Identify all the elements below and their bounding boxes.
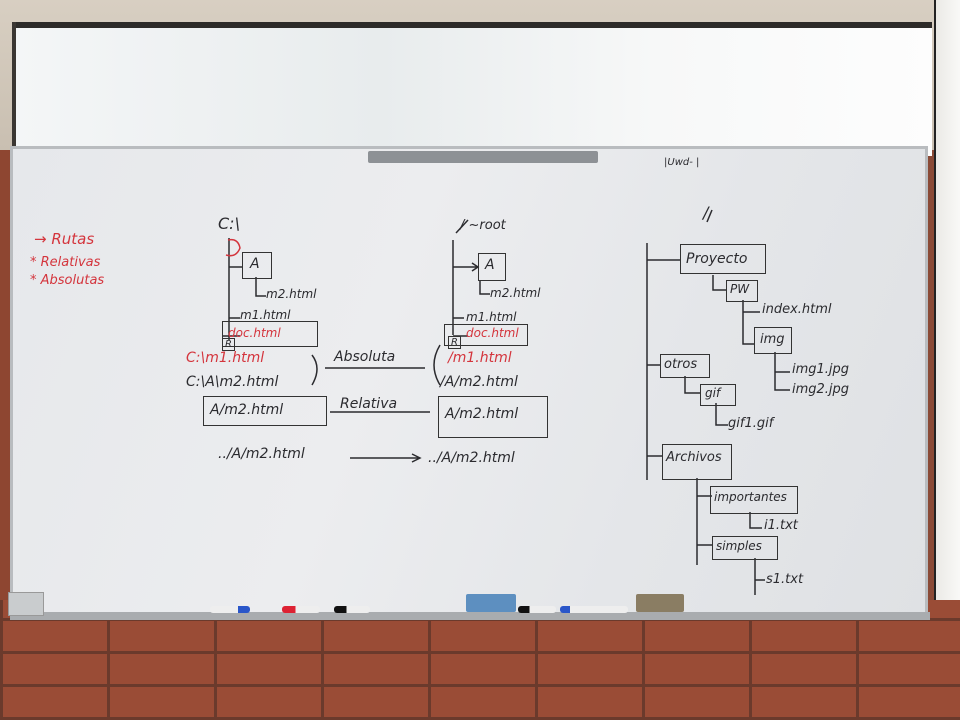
proj-i1: i1.txt <box>764 518 798 533</box>
proj-simples-box <box>712 536 778 560</box>
left-abs-path-2: C:\A\m2.html <box>186 374 279 390</box>
left-marker-r: R <box>222 338 235 351</box>
proj-img-child <box>774 352 790 391</box>
proj-gif1: gif1.gif <box>728 416 774 431</box>
proj-img-box <box>754 327 792 354</box>
wall-vent <box>8 592 44 616</box>
proj-simples-child <box>754 558 765 595</box>
mid-root-label: / ~root <box>460 218 506 233</box>
mid-rel-up: ../A/m2.html <box>428 450 515 466</box>
wall-pillar <box>934 0 960 660</box>
proj-img1: img1.jpg <box>792 362 850 377</box>
black-marker[interactable] <box>334 606 370 613</box>
proj-archivos: Archivos <box>666 450 722 465</box>
proj-pw: PW <box>730 282 750 296</box>
brick-wall-left <box>0 150 12 610</box>
mid-root-slash <box>455 219 469 234</box>
window <box>12 22 932 156</box>
mid-abs-m2: /A/m2.html <box>440 374 518 390</box>
marker-tray <box>10 612 930 620</box>
proj-importantes-child <box>749 512 762 529</box>
left-file-m2: m2.html <box>266 287 317 301</box>
proj-gif: gif <box>705 386 721 400</box>
proj-archivos-box <box>662 444 732 480</box>
mid-rel-box <box>438 396 548 438</box>
legend-relativas: * Relativas <box>30 255 101 270</box>
proj-index: index.html <box>762 302 832 317</box>
legend-rutas: → Rutas <box>34 230 95 248</box>
proj-root-slash <box>706 209 713 223</box>
proj-gif-child <box>715 403 728 426</box>
label-relativa: Relativa <box>340 396 398 412</box>
mid-doc-box <box>444 324 528 346</box>
eraser[interactable] <box>466 594 516 612</box>
proj-root-label: / <box>703 203 709 222</box>
mid-tree-a-child <box>479 280 490 295</box>
left-file-doc: doc.html <box>228 326 281 340</box>
mid-folder-a: A <box>485 257 495 273</box>
label-absoluta: Absoluta <box>334 349 396 365</box>
proj-otros-box <box>660 354 710 378</box>
proj-simples: simples <box>716 539 762 553</box>
brace-left <box>311 354 318 386</box>
proj-s1: s1.txt <box>766 572 804 587</box>
window-frame <box>12 22 936 150</box>
proj-otros: otros <box>664 357 698 372</box>
proj-gif-box <box>700 384 736 406</box>
red-root-mark <box>225 238 241 257</box>
red-marker[interactable] <box>282 606 320 613</box>
proj-proyecto-child <box>712 275 726 291</box>
left-file-m1: m1.html <box>240 308 291 322</box>
left-rel-path: A/m2.html <box>210 402 284 418</box>
proj-importantes-box <box>710 486 798 514</box>
proj-otros-child <box>684 376 700 394</box>
eraser-2[interactable] <box>636 594 684 612</box>
left-doc-box <box>222 321 318 347</box>
black-marker-2[interactable] <box>518 606 556 613</box>
left-abs-path-1: C:\m1.html <box>186 350 265 366</box>
whiteboard-brand-strip <box>368 151 598 163</box>
blue-marker-2[interactable] <box>560 606 628 613</box>
left-folder-a: A <box>250 256 260 272</box>
brace-right <box>433 344 441 386</box>
legend-absolutas: * Absolutas <box>30 273 105 288</box>
mid-tree-branch-a <box>453 262 480 272</box>
proj-proyecto-box <box>680 244 766 274</box>
proj-importantes: importantes <box>714 490 787 504</box>
left-rel-up: ../A/m2.html <box>218 446 305 462</box>
left-root-label: C:\ <box>218 214 240 233</box>
left-folder-a-box <box>242 252 272 279</box>
proj-img: img <box>760 332 785 347</box>
proj-pw-box <box>726 280 758 302</box>
proj-pw-child <box>742 300 760 345</box>
mid-file-m1: m1.html <box>466 310 517 324</box>
mid-rel-path: A/m2.html <box>445 406 519 422</box>
mid-file-doc: doc.html <box>466 326 519 340</box>
proj-archivos-child <box>696 478 712 565</box>
top-scribble: |Uwd- | <box>664 157 700 168</box>
left-rel-box <box>203 396 327 426</box>
brick-wall <box>0 600 960 720</box>
mid-file-m2: m2.html <box>490 286 541 300</box>
mid-marker-r: R <box>448 336 461 349</box>
left-tree-a-child <box>255 277 266 297</box>
mid-folder-a-box <box>478 253 506 281</box>
proj-img2: img2.jpg <box>792 382 850 397</box>
blue-marker[interactable] <box>210 606 250 613</box>
proj-proyecto: Proyecto <box>686 251 748 267</box>
rel-arrow <box>350 453 422 463</box>
mid-abs-m1: /m1.html <box>448 350 512 366</box>
